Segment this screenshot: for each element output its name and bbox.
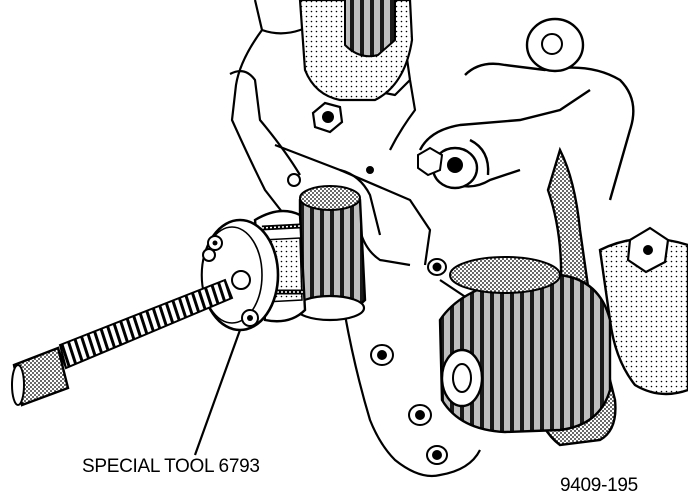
upper-bolt bbox=[311, 101, 344, 134]
water-pump bbox=[598, 226, 688, 396]
special-tool-callout-label: SPECIAL TOOL 6793 bbox=[82, 456, 260, 477]
bracket-nut bbox=[417, 146, 479, 190]
intermediate-sprocket bbox=[294, 185, 367, 322]
crankshaft-sprocket bbox=[438, 256, 612, 434]
callout-leader-line bbox=[193, 329, 242, 456]
figure-number: 9409-195 bbox=[560, 475, 638, 496]
upper-housing bbox=[298, 0, 414, 102]
forcing-screw bbox=[11, 278, 234, 407]
block-bolts bbox=[287, 166, 448, 465]
puller-body bbox=[200, 209, 307, 332]
